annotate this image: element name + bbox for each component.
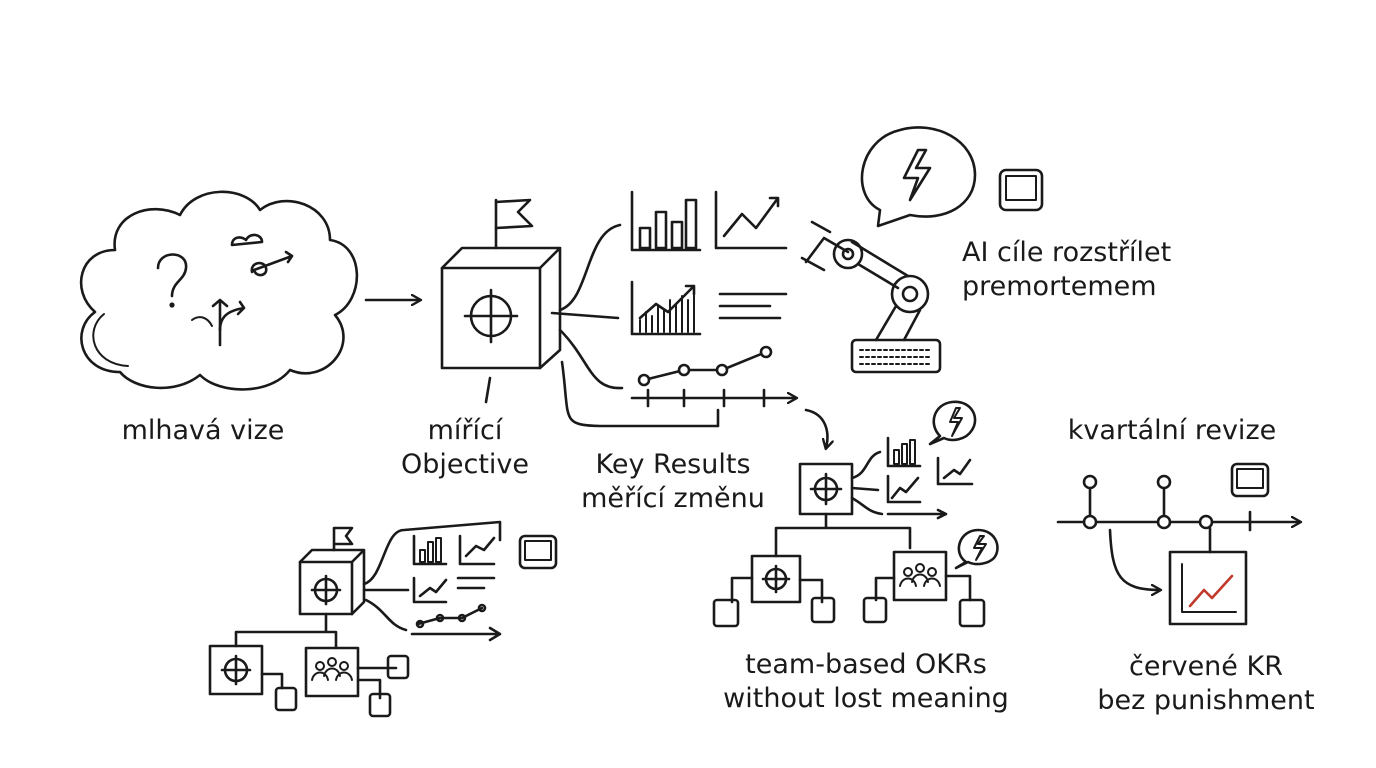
question-mark-icon [158, 255, 186, 308]
timeline-icon [632, 347, 796, 406]
label-quarterly-text: kvartální revize [1067, 415, 1277, 446]
cloud-icon [81, 192, 357, 390]
label-red-kr: červené KR bez punishment [1086, 650, 1326, 718]
label-team-line1: team-based OKRs [745, 649, 987, 680]
label-key-results: Key Results měřící změnu [568, 448, 778, 516]
label-ai-line1: AI cíle rozstřílet [962, 237, 1172, 268]
trend-line-icon [716, 192, 786, 248]
arrow-to-team [806, 410, 827, 448]
quarterly-timeline-icon [1058, 464, 1300, 590]
label-vision: mlhavá vize [108, 414, 298, 448]
mini-objective-cluster [210, 522, 556, 716]
flag-icon [496, 200, 532, 248]
team-okr-cluster [714, 402, 997, 626]
bar-chart-icon [632, 192, 700, 250]
label-key-results-line2: měřící změnu [581, 483, 765, 514]
label-objective: mířící Objective [380, 414, 550, 482]
label-team: team-based OKRs without lost meaning [706, 648, 1026, 716]
label-quarterly: kvartální revize [1052, 414, 1292, 448]
lightning-bubble-icon [862, 127, 975, 226]
target-cube-icon [442, 248, 560, 368]
red-trend-chart-icon [1170, 552, 1246, 624]
text-lines-icon [720, 294, 786, 318]
swirl-icon [232, 235, 292, 275]
label-ai-line2: premortemem [962, 271, 1157, 302]
key-icon [1000, 170, 1042, 210]
label-objective-line2: Objective [400, 449, 530, 480]
dense-bar-chart-icon [632, 282, 700, 334]
label-objective-line1: mířící [427, 415, 503, 446]
keyboard-icon [852, 340, 940, 372]
label-key-results-line1: Key Results [595, 449, 751, 480]
branch-lines [552, 225, 718, 426]
label-team-line2: without lost meaning [723, 683, 1009, 714]
label-ai: AI cíle rozstřílet premortemem [962, 236, 1171, 304]
label-vision-text: mlhavá vize [121, 415, 285, 446]
split-arrow-icon [192, 300, 244, 345]
robot-arm-icon [802, 222, 928, 340]
label-red-kr-line2: bez punishment [1097, 685, 1315, 716]
label-red-kr-line1: červené KR [1129, 651, 1283, 682]
objective-pointer [486, 378, 490, 402]
